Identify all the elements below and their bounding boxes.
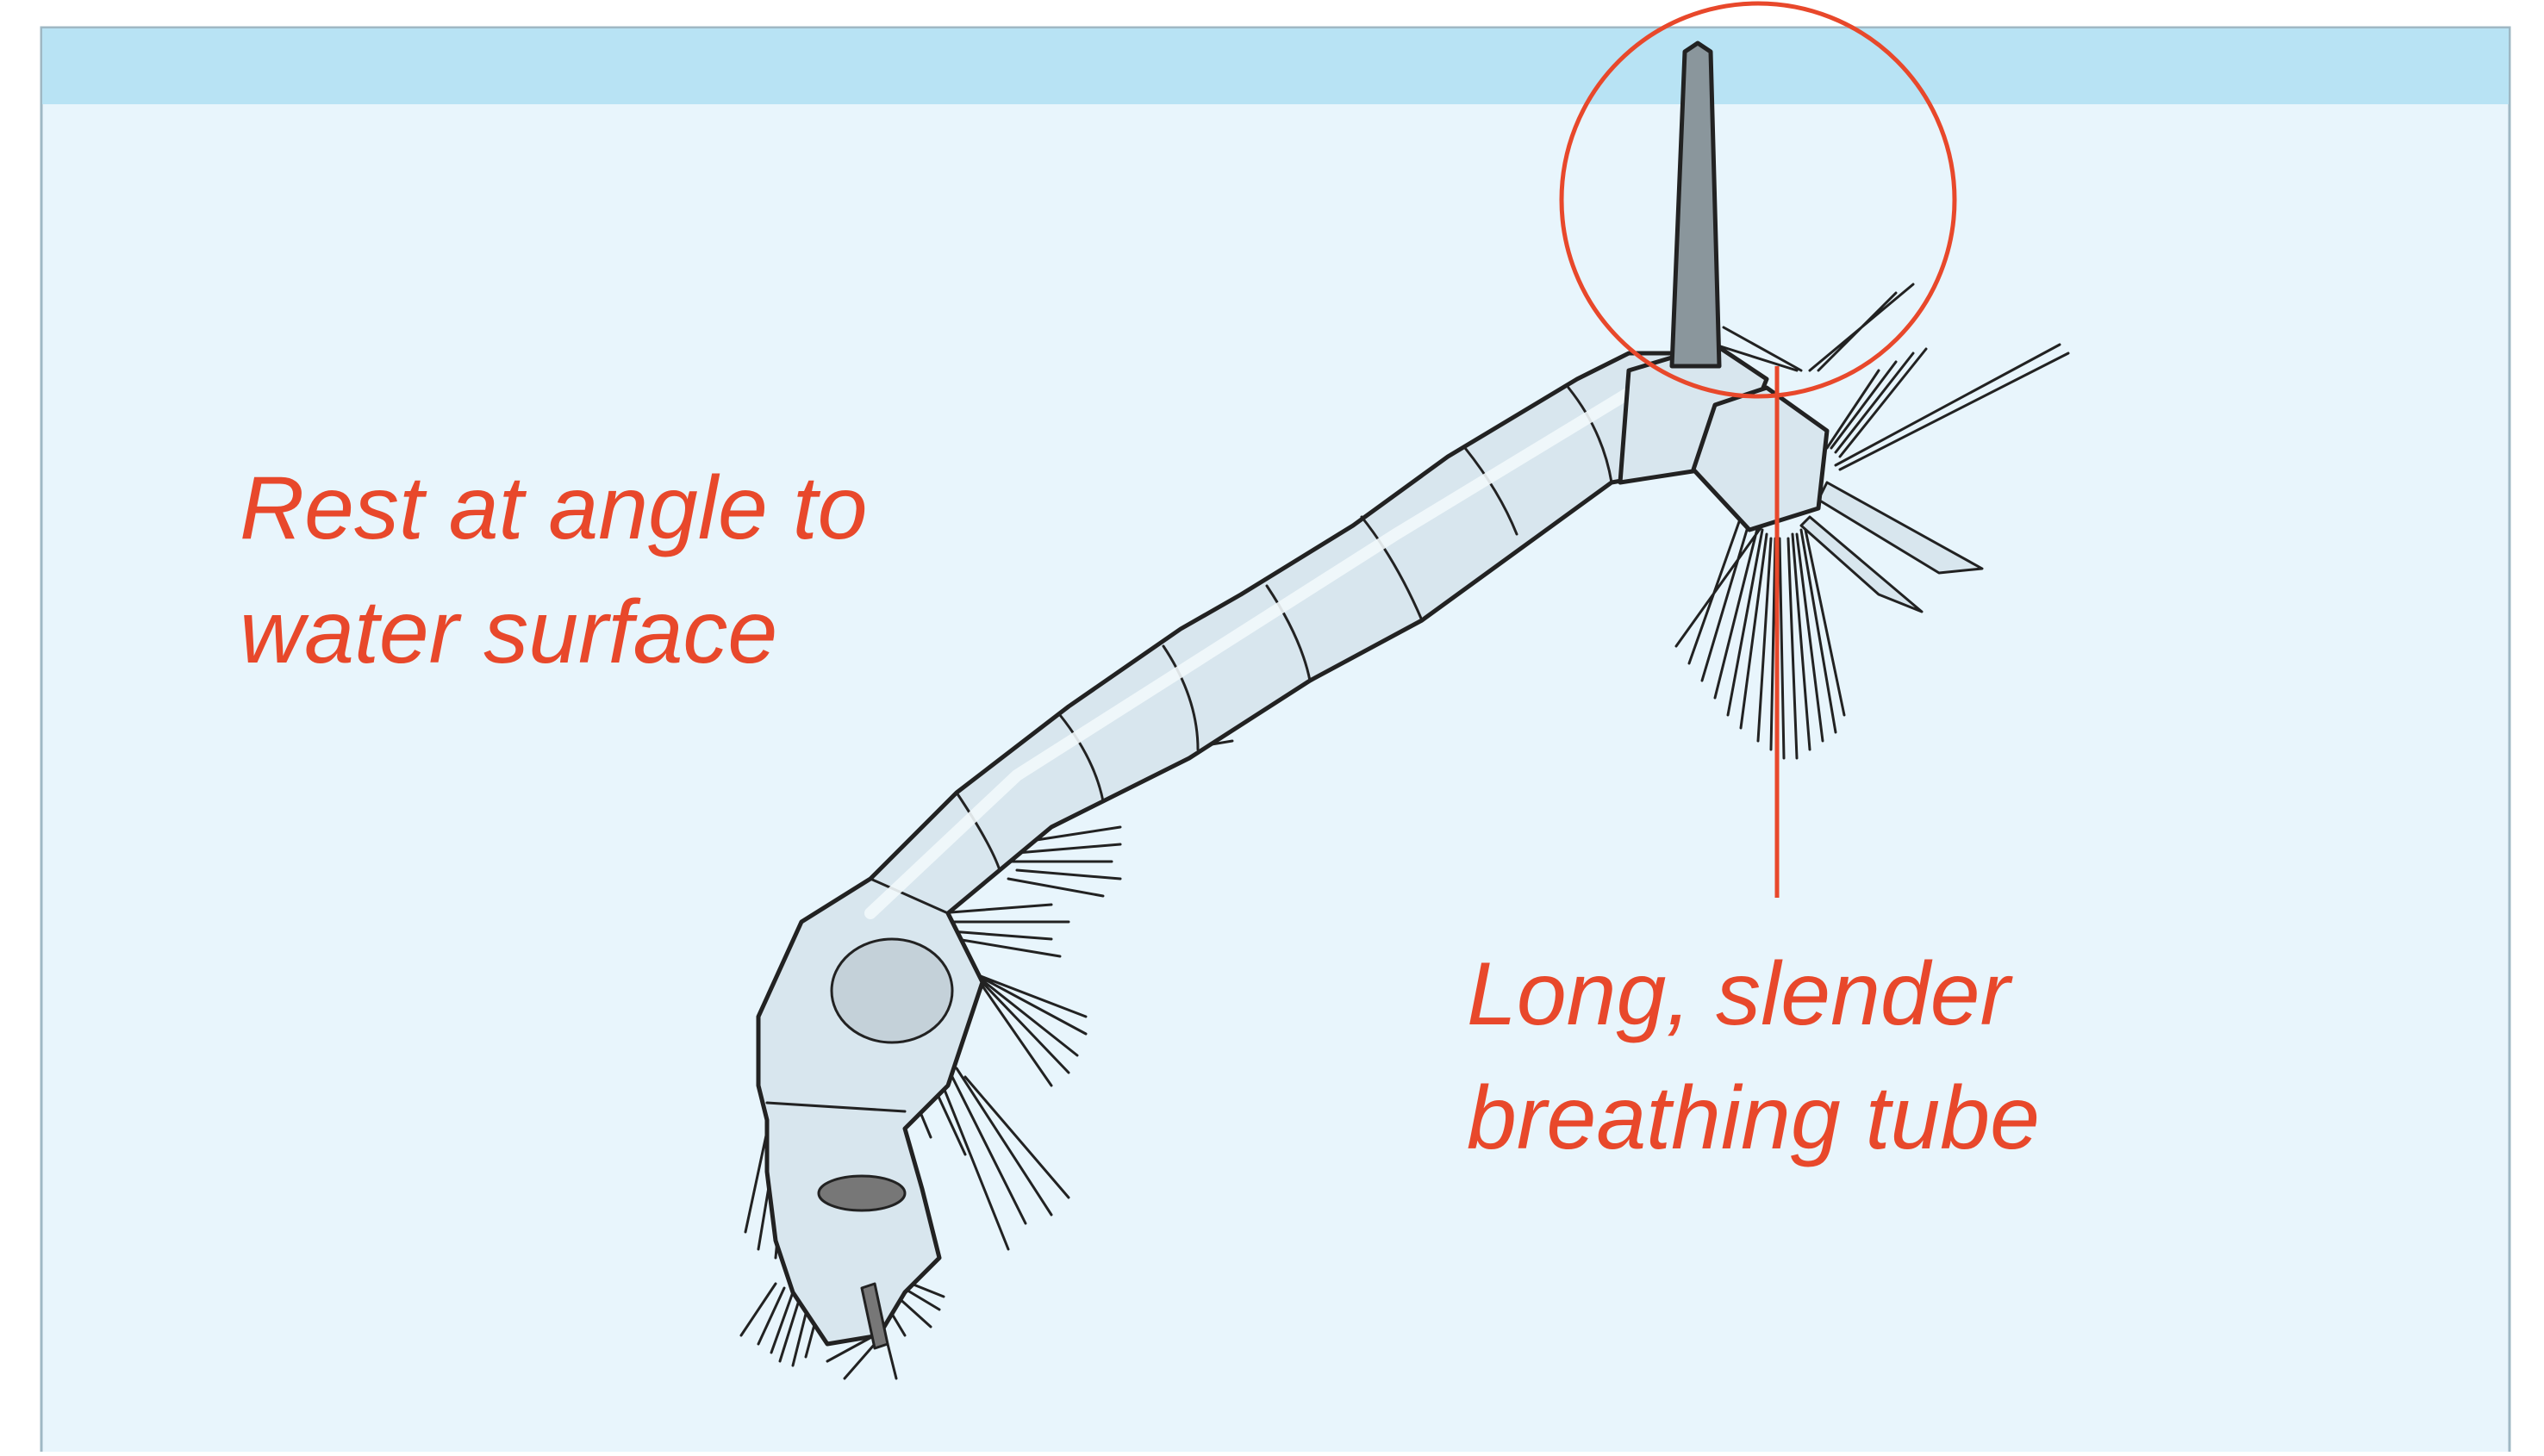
organ-spot-lower <box>819 1176 905 1210</box>
water-surface-band <box>42 28 2509 104</box>
rest-angle-line-2: water surface <box>240 570 867 694</box>
breathing-tube-line-2: breathing tube <box>1467 1056 2040 1180</box>
organ-spot-upper <box>832 939 952 1042</box>
rest-angle-line-1: Rest at angle to <box>240 446 867 570</box>
breathing-tube-label: Long, slender breathing tube <box>1467 932 2040 1180</box>
rest-angle-label: Rest at angle to water surface <box>240 446 867 694</box>
breathing-tube-line-1: Long, slender <box>1467 932 2040 1056</box>
water-body <box>41 28 2510 1452</box>
